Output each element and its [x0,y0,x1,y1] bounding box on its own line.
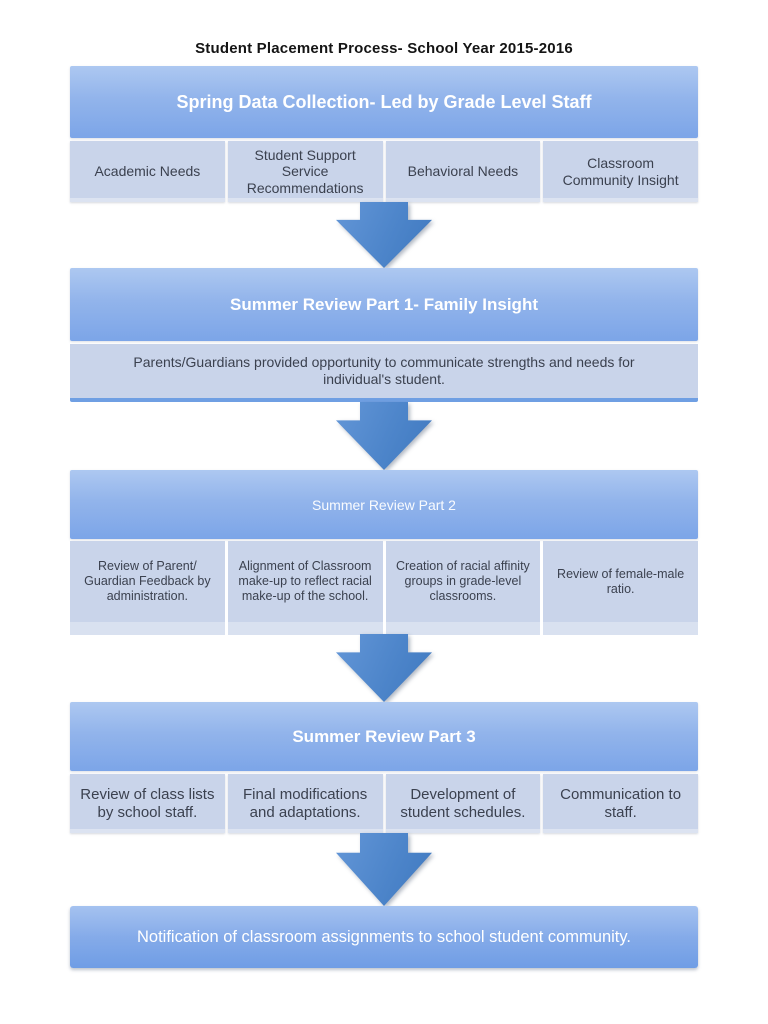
section-summer-review-2: Summer Review Part 2 Review of Parent/ G… [70,470,698,635]
cell-female-male-ratio: Review of female-male ratio. [543,541,698,622]
section-header-label: Summer Review Part 2 [312,496,456,513]
section-notification-banner: Notification of classroom assignments to… [70,906,698,968]
section-header-label: Summer Review Part 1- Family Insight [230,294,538,314]
cell-parent-feedback: Review of Parent/ Guardian Feedback by a… [70,541,225,622]
cell-footer [543,622,698,635]
cell-student-support: Student Support Service Recommendations [227,141,383,202]
section-cells-row: Academic Needs Student Support Service R… [70,141,698,202]
cell-class-lists: Review of class lists by school staff. [70,774,225,833]
section-header-label: Spring Data Collection- Led by Grade Lev… [176,91,592,112]
section-cells-row: Review of class lists by school staff. F… [70,774,698,833]
page-title: Student Placement Process- School Year 2… [195,40,573,57]
section-cells-row: Review of Parent/ Guardian Feedback by a… [70,541,698,622]
down-arrow-icon [336,634,432,702]
cell-classroom-alignment: Alignment of Classroom make-up to reflec… [227,541,383,622]
section-body-text: Parents/Guardians provided opportunity t… [70,344,698,398]
cell-academic-needs: Academic Needs [70,141,225,202]
banner-label: Notification of classroom assignments to… [137,927,631,946]
cell-behavioral-needs: Behavioral Needs [385,141,541,202]
down-arrow-icon [336,202,432,268]
cell-footer [227,622,383,635]
section-header: Spring Data Collection- Led by Grade Lev… [70,66,698,138]
cell-communication-staff: Communication to staff. [543,774,698,833]
section-spring-data-collection: Spring Data Collection- Led by Grade Lev… [70,66,698,202]
down-arrow-shape [336,202,432,268]
cell-affinity-groups: Creation of racial affinity groups in gr… [385,541,541,622]
down-arrow-icon [336,833,432,906]
cell-classroom-community: Classroom Community Insight [543,141,698,202]
down-arrow-shape [336,402,432,470]
cell-footer [70,622,225,635]
down-arrow-shape [336,634,432,702]
cell-student-schedules: Development of student schedules. [385,774,541,833]
section-header: Summer Review Part 2 [70,470,698,539]
section-cells-footer [70,622,698,635]
down-arrow-shape [336,833,432,906]
section-summer-review-1: Summer Review Part 1- Family Insight Par… [70,268,698,402]
cell-final-modifications: Final modifications and adaptations. [227,774,383,833]
section-header: Summer Review Part 3 [70,702,698,771]
down-arrow-icon [336,402,432,470]
cell-footer [385,622,541,635]
section-summer-review-3: Summer Review Part 3 Review of class lis… [70,702,698,833]
section-bottom-strip [70,398,698,402]
section-header: Summer Review Part 1- Family Insight [70,268,698,341]
section-header-label: Summer Review Part 3 [292,726,476,746]
